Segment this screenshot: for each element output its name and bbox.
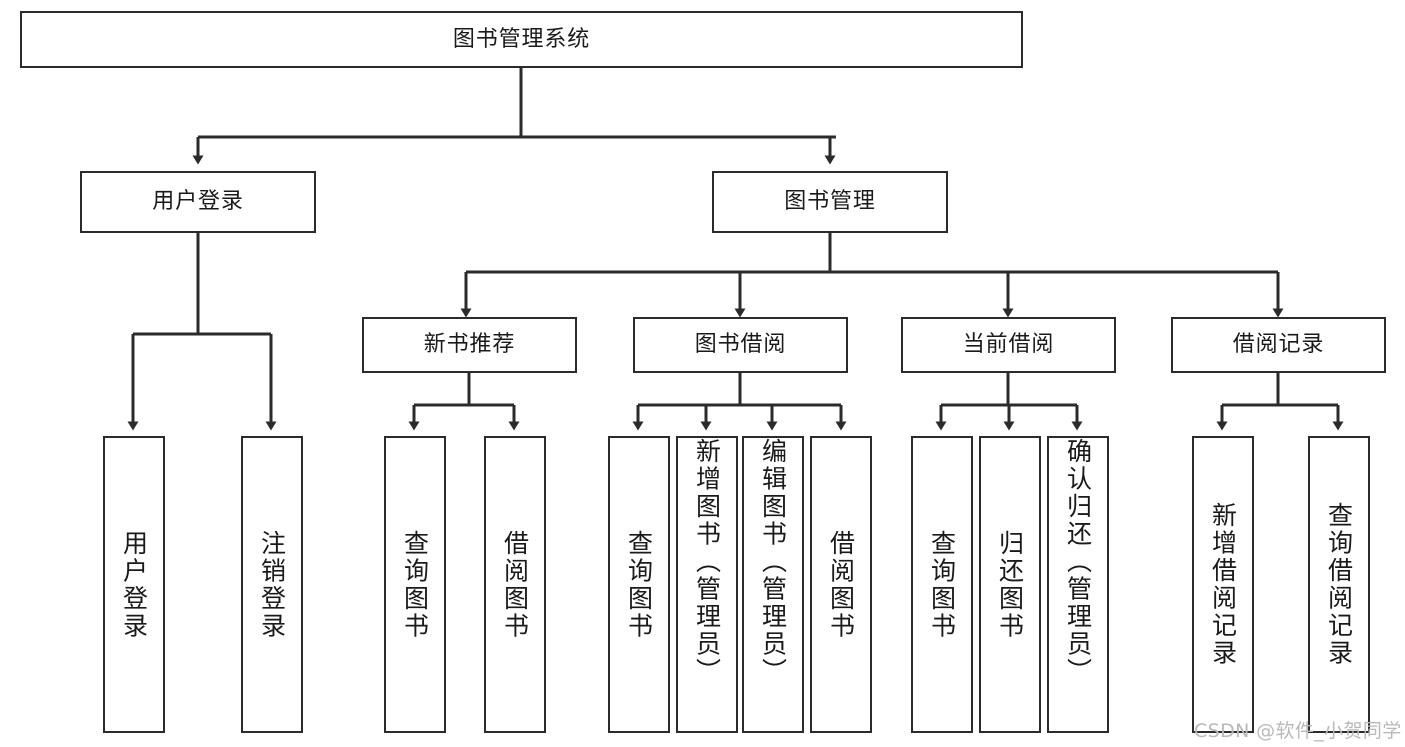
node-label: 图书管理: [784, 189, 876, 215]
node-label: 当前借阅: [962, 332, 1055, 358]
node-label: 用户登录: [152, 189, 244, 215]
node-current-borrow[interactable]: 当前借阅: [901, 317, 1116, 373]
node-leaf-add-borrow-record[interactable]: 新增借阅记录: [1192, 436, 1254, 733]
node-leaf-borrow-book[interactable]: 借阅图书: [810, 436, 872, 733]
node-label: 新增图书（管理员）: [692, 438, 722, 686]
node-leaf-logout[interactable]: 注销登录: [241, 436, 303, 733]
node-leaf-edit-book-admin[interactable]: 编辑图书（管理员）: [742, 436, 804, 733]
node-leaf-user-login[interactable]: 用户登录: [103, 436, 165, 733]
node-leaf-confirm-return-admin[interactable]: 确认归还（管理员）: [1047, 436, 1109, 733]
node-label: 图书借阅: [694, 332, 787, 358]
node-new-book-recommend[interactable]: 新书推荐: [362, 317, 577, 373]
node-book-borrow[interactable]: 图书借阅: [633, 317, 848, 373]
node-leaf-return-book[interactable]: 归还图书: [979, 436, 1041, 733]
node-label: 用户登录: [119, 529, 149, 640]
node-label: 注销登录: [257, 529, 287, 640]
node-book-management[interactable]: 图书管理: [712, 171, 948, 233]
node-label: 新书推荐: [423, 332, 516, 358]
node-label: 查询借阅记录: [1324, 502, 1354, 667]
node-label: 借阅图书: [826, 529, 856, 640]
node-label: 借阅图书: [500, 529, 530, 640]
node-leaf-query-book-borrow[interactable]: 查询图书: [608, 436, 670, 733]
node-label: 新增借阅记录: [1208, 502, 1238, 667]
node-leaf-query-book-recommend[interactable]: 查询图书: [384, 436, 446, 733]
watermark-text: CSDN @软件_小贺同学: [1194, 720, 1402, 742]
node-borrow-record[interactable]: 借阅记录: [1171, 317, 1386, 373]
node-label: 借阅记录: [1232, 332, 1325, 358]
node-label: 确认归还（管理员）: [1063, 438, 1093, 686]
node-leaf-add-book-admin[interactable]: 新增图书（管理员）: [676, 436, 738, 733]
node-leaf-query-borrow-record[interactable]: 查询借阅记录: [1308, 436, 1370, 733]
node-label: 查询图书: [400, 529, 430, 640]
node-label: 归还图书: [995, 529, 1025, 640]
node-leaf-borrow-book-recommend[interactable]: 借阅图书: [484, 436, 546, 733]
node-leaf-query-book-current[interactable]: 查询图书: [911, 436, 973, 733]
node-label: 查询图书: [624, 529, 654, 640]
node-label: 图书管理系统: [452, 26, 591, 52]
node-user-login[interactable]: 用户登录: [80, 171, 316, 233]
node-label: 编辑图书（管理员）: [758, 438, 788, 686]
node-root-book-management-system[interactable]: 图书管理系统: [20, 11, 1023, 68]
node-label: 查询图书: [927, 529, 957, 640]
